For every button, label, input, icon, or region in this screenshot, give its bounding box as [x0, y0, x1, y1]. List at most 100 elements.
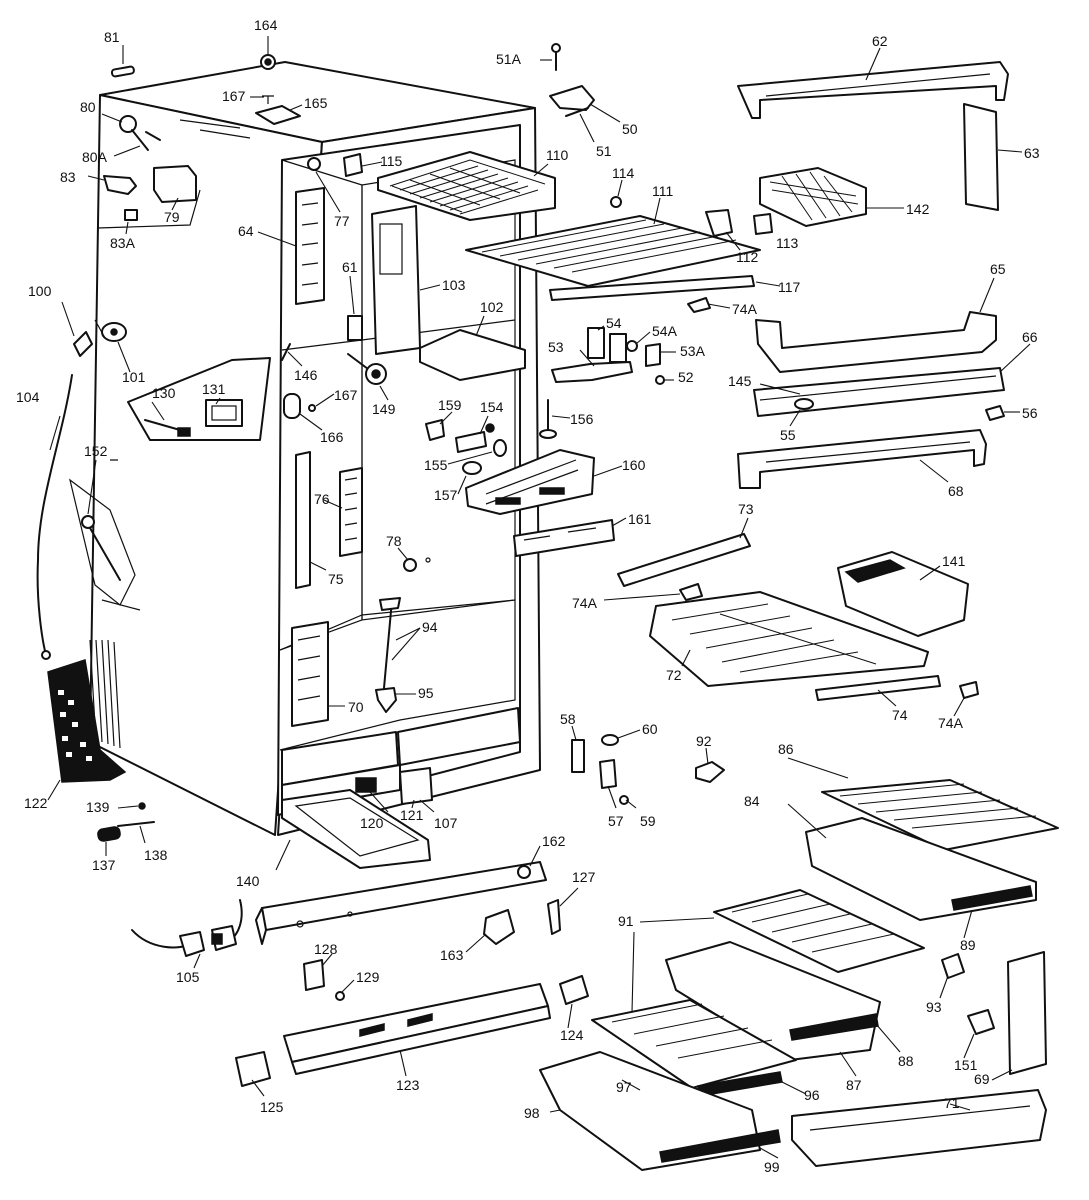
label-74A-b: 74A	[572, 595, 598, 611]
label-100: 100	[28, 283, 52, 299]
label-129: 129	[356, 969, 380, 985]
label-62: 62	[872, 33, 888, 49]
label-59: 59	[640, 813, 656, 829]
label-165: 165	[304, 95, 328, 111]
label-163: 163	[440, 947, 464, 963]
label-65: 65	[990, 261, 1006, 277]
label-167: 167	[222, 88, 246, 104]
label-94: 94	[422, 619, 438, 635]
label-122: 122	[24, 795, 48, 811]
label-146: 146	[294, 367, 318, 383]
label-54A: 54A	[652, 323, 678, 339]
label-161: 161	[628, 511, 652, 527]
label-123: 123	[396, 1077, 420, 1093]
label-142: 142	[906, 201, 930, 217]
label-50: 50	[622, 121, 638, 137]
label-115: 115	[380, 153, 403, 169]
label-75: 75	[328, 571, 344, 587]
label-54: 54	[606, 315, 622, 331]
label-57: 57	[608, 813, 624, 829]
label-110: 110	[546, 147, 569, 163]
label-52: 52	[678, 369, 694, 385]
label-140: 140	[236, 873, 260, 889]
part-labels: 81 164 167 165 80 80A 83 79 83A 100 101 …	[16, 17, 1040, 1175]
label-159: 159	[438, 397, 462, 413]
label-66: 66	[1022, 329, 1038, 345]
label-98: 98	[524, 1105, 540, 1121]
label-138: 138	[144, 847, 168, 863]
label-64: 64	[238, 223, 254, 239]
center-parts	[425, 43, 773, 557]
label-83: 83	[60, 169, 76, 185]
label-124: 124	[560, 1027, 584, 1043]
label-53: 53	[548, 339, 564, 355]
label-74A-c: 74A	[938, 715, 964, 731]
label-55: 55	[780, 427, 796, 443]
label-102: 102	[480, 299, 504, 315]
label-131: 131	[202, 381, 226, 397]
label-125: 125	[260, 1099, 284, 1115]
label-145: 145	[728, 373, 752, 389]
freezer-parts	[97, 151, 556, 957]
label-130: 130	[152, 385, 176, 401]
label-86: 86	[778, 741, 794, 757]
label-114: 114	[612, 165, 635, 181]
label-91: 91	[618, 913, 634, 929]
label-69: 69	[974, 1071, 990, 1087]
label-151: 151	[954, 1057, 978, 1073]
label-72: 72	[666, 667, 682, 683]
label-103: 103	[442, 277, 466, 293]
label-152: 152	[84, 443, 108, 459]
label-107: 107	[434, 815, 458, 831]
label-51A: 51A	[496, 51, 522, 67]
label-81: 81	[104, 29, 120, 45]
label-68: 68	[948, 483, 964, 499]
label-83A: 83A	[110, 235, 136, 251]
label-87: 87	[846, 1077, 862, 1093]
label-137: 137	[92, 857, 116, 873]
label-117: 117	[778, 279, 801, 295]
label-74A-a: 74A	[732, 301, 758, 317]
label-120: 120	[360, 815, 384, 831]
label-51: 51	[596, 143, 612, 159]
label-56: 56	[1022, 405, 1038, 421]
label-79: 79	[164, 209, 180, 225]
bottom-hardware	[235, 861, 589, 1087]
label-60: 60	[642, 721, 658, 737]
label-154: 154	[480, 399, 504, 415]
label-96: 96	[804, 1087, 820, 1103]
label-92: 92	[696, 733, 712, 749]
label-127: 127	[572, 869, 596, 885]
label-78: 78	[386, 533, 402, 549]
label-71: 71	[944, 1095, 960, 1111]
label-112: 112	[736, 249, 759, 265]
label-128: 128	[314, 941, 338, 957]
label-139: 139	[86, 799, 110, 815]
label-162: 162	[542, 833, 566, 849]
label-113: 113	[776, 235, 799, 251]
label-80A: 80A	[82, 149, 108, 165]
label-58: 58	[560, 711, 576, 727]
label-89: 89	[960, 937, 976, 953]
label-155: 155	[424, 457, 448, 473]
label-95: 95	[418, 685, 434, 701]
label-164: 164	[254, 17, 278, 33]
label-73: 73	[738, 501, 754, 517]
leader-lines	[47, 36, 1031, 1159]
label-97: 97	[616, 1079, 632, 1095]
label-74: 74	[892, 707, 908, 723]
label-70: 70	[348, 699, 364, 715]
label-141: 141	[942, 553, 966, 569]
cabinet	[47, 61, 541, 836]
label-121: 121	[400, 807, 424, 823]
label-88: 88	[898, 1053, 914, 1069]
label-104: 104	[16, 389, 40, 405]
label-167b: 167	[334, 387, 358, 403]
label-111: 111	[652, 183, 673, 199]
label-61: 61	[342, 259, 358, 275]
label-53A: 53A	[680, 343, 706, 359]
label-84: 84	[744, 793, 760, 809]
label-149: 149	[372, 401, 396, 417]
label-99: 99	[764, 1159, 780, 1175]
